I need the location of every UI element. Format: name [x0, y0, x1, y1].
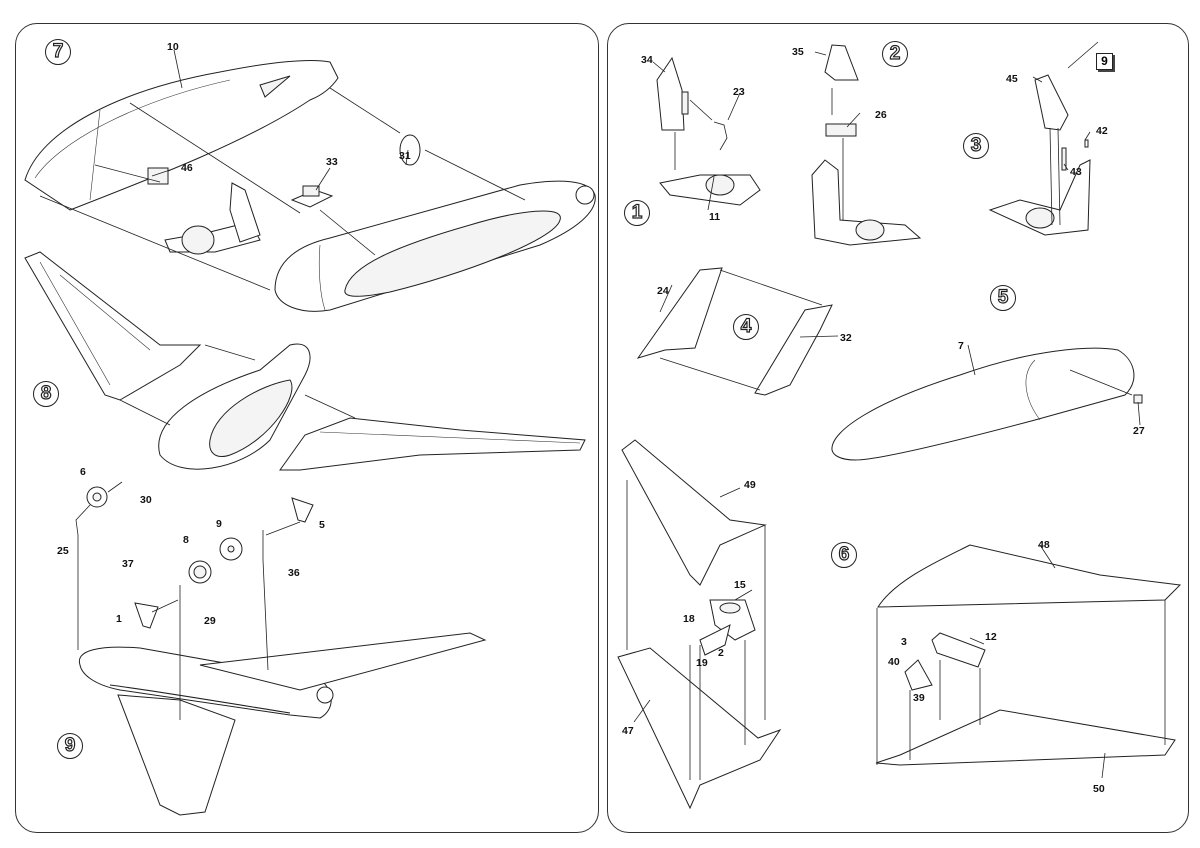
reference-box: 9	[1096, 53, 1113, 70]
step-6-marker: 6	[831, 542, 857, 568]
main-wheel-part-9	[219, 537, 243, 561]
part-label: 19	[696, 657, 708, 669]
part-label: 12	[985, 631, 997, 643]
guide-line-step5	[1069, 369, 1133, 396]
seat-assembly-step3	[988, 159, 1091, 236]
seat-base-part-11	[659, 174, 761, 206]
part-label: 26	[875, 109, 887, 121]
right-instruction-panel	[607, 23, 1189, 833]
assembly-guide-lines-step9	[77, 535, 269, 720]
guide-lines-step4	[659, 269, 823, 391]
fuselage-left-half-part-10	[24, 59, 339, 211]
part-label: 49	[744, 479, 756, 491]
main-wheel-part-8	[188, 560, 212, 584]
part-label: 31	[399, 150, 411, 162]
part-label: 25	[57, 545, 69, 557]
part-label: 47	[622, 725, 634, 737]
part-label: 34	[641, 54, 653, 66]
part-43	[1061, 147, 1067, 171]
part-label: 1	[116, 613, 122, 625]
headrest-part-35	[824, 44, 859, 81]
part-label: 50	[1093, 783, 1105, 795]
part-label: 33	[326, 156, 338, 168]
step-7-marker: 7	[45, 39, 71, 65]
step-4-marker: 4	[733, 314, 759, 340]
part-label: 40	[888, 656, 900, 668]
part-label: 39	[913, 692, 925, 704]
step-5-marker: 5	[990, 285, 1016, 311]
part-label: 27	[1133, 425, 1145, 437]
label-leader-lines	[151, 41, 1141, 779]
nose-gear-assembly	[75, 481, 123, 536]
step-8-marker: 8	[33, 381, 59, 407]
gear-door-part-1	[134, 585, 181, 629]
assembly-guide-lines-step8	[119, 344, 356, 426]
part-33	[290, 185, 334, 208]
part-label: 45	[1006, 73, 1018, 85]
guide-line-step3	[1049, 127, 1053, 226]
wing-lower-part-47	[617, 647, 782, 810]
fin-part-32	[754, 304, 833, 396]
part-23	[713, 121, 728, 151]
part-3-40-39	[904, 659, 933, 691]
assembled-aircraft-underside	[78, 632, 487, 816]
guide-line-step3b	[1057, 127, 1061, 226]
part-label: 10	[167, 41, 179, 53]
left-wing	[24, 251, 202, 401]
cushion-part-26	[825, 123, 857, 137]
instrument-panel-part-45	[1034, 74, 1069, 131]
part-label: 9	[216, 518, 222, 530]
guide-lines-step6-left	[626, 480, 766, 780]
part-label: 11	[709, 211, 721, 223]
part-label: 23	[733, 86, 745, 98]
part-label: 3	[901, 636, 907, 648]
right-wing	[279, 417, 586, 471]
part-label: 15	[734, 579, 746, 591]
part-label: 32	[840, 332, 852, 344]
part-label: 29	[204, 615, 216, 627]
part-label: 46	[181, 162, 193, 174]
wing-upper-part-49	[621, 439, 767, 586]
part-label: 35	[792, 46, 804, 58]
seat-back-part-34	[656, 56, 689, 131]
step-3-marker: 3	[963, 133, 989, 159]
wheel-well-part-15	[709, 599, 756, 641]
part-label: 36	[288, 567, 300, 579]
part-label: 42	[1096, 125, 1108, 137]
rudder-part-24	[636, 267, 723, 359]
part-label: 48	[1038, 539, 1050, 551]
wing-lower-part-50	[875, 709, 1176, 766]
part-31	[399, 134, 421, 166]
fuselage-half-part-7	[831, 347, 1135, 461]
part-label: 43	[1070, 166, 1082, 178]
wing-upper-part-48	[877, 544, 1182, 608]
part-label: 5	[319, 519, 325, 531]
guide-lines-step6-right	[876, 600, 1166, 765]
part-label: 18	[683, 613, 695, 625]
fuselage-right-half	[274, 180, 596, 312]
part-label: 2	[718, 647, 724, 659]
guide-line-step1b	[689, 99, 713, 121]
part-label: 6	[80, 466, 86, 478]
seat-assembly-step2	[811, 159, 922, 246]
step-1-marker: 1	[624, 200, 650, 226]
part-label: 24	[657, 285, 669, 297]
step-2-marker: 2	[882, 41, 908, 67]
assembled-fuselage	[158, 343, 311, 470]
gear-door-part-5	[262, 497, 314, 560]
assembly-guide-lines-step7	[39, 87, 526, 291]
part-label: 8	[183, 534, 189, 546]
seat-assembly	[164, 182, 261, 255]
part-42	[1084, 139, 1089, 148]
part-label: 30	[140, 494, 152, 506]
part-2-18-19	[699, 624, 731, 656]
wheel-well-part-12	[931, 632, 986, 668]
part-label: 37	[122, 558, 134, 570]
step-9-marker: 9	[57, 733, 83, 759]
part-label: 7	[958, 340, 964, 352]
